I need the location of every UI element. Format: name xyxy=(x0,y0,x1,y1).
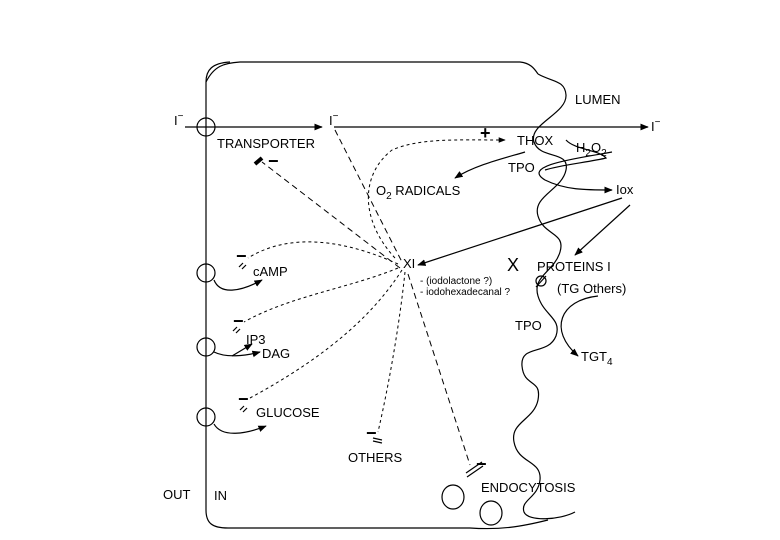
xi-label: XI xyxy=(403,256,415,271)
camp-receptor-circle xyxy=(196,263,216,283)
camp-minus-sign: − xyxy=(236,246,247,266)
apical-membrane-inner xyxy=(544,139,608,171)
vesicle-1 xyxy=(441,484,465,510)
glucose-minus-sign: − xyxy=(238,389,249,409)
glucose-block-bar-1 xyxy=(239,405,245,411)
ip3-receptor-circle xyxy=(196,337,216,357)
protein-site-circle xyxy=(535,275,547,287)
transporter-to-xi-dashed xyxy=(334,129,403,263)
endocytosis-label: ENDOCYTOSIS xyxy=(481,480,576,495)
glucose-effect-arrow xyxy=(213,423,267,434)
bottom-membrane xyxy=(228,519,549,530)
lumen-label: LUMEN xyxy=(575,92,621,107)
h2o2-label: H2O2 xyxy=(576,140,607,159)
ip3-effect-arrow xyxy=(213,350,261,358)
xi-to-camp-dashed xyxy=(247,241,399,265)
iodolactone-label: - (iodolactone ?) xyxy=(420,276,492,287)
protein-site-slash xyxy=(535,275,547,288)
transporter-block-mark xyxy=(253,156,264,166)
top-membrane xyxy=(205,61,539,83)
proteins-label: PROTEINS I xyxy=(537,259,611,274)
thox-to-o2-arrow xyxy=(454,151,526,179)
thox-label: THOX xyxy=(517,133,553,148)
camp-label: cAMP xyxy=(253,264,288,279)
thox-plus-sign: + xyxy=(480,123,491,143)
endocytosis-block-bar-2 xyxy=(466,465,484,478)
xi-to-others-dashed xyxy=(377,271,406,433)
vesicle-2 xyxy=(479,500,503,526)
h2o2-to-iox-arrow xyxy=(538,151,613,194)
iox-label: Iox xyxy=(616,182,634,197)
iodide-lumen-label: I− xyxy=(651,117,661,134)
glucose-label: GLUCOSE xyxy=(256,405,320,420)
camp-block-bar-1 xyxy=(238,262,244,268)
tgt4-label: TGT4 xyxy=(581,349,613,368)
tg-others-label: (TG Others) xyxy=(557,281,626,296)
xi-to-ip3-dashed xyxy=(243,267,399,323)
xi-to-thox-dashed xyxy=(367,137,506,259)
glucose-block-bar-2 xyxy=(242,407,248,413)
basal-membrane xyxy=(205,61,231,529)
iodide-in-label: I− xyxy=(329,111,339,128)
iodohexadecanal-label: - iodohexadecanal ? xyxy=(420,287,511,298)
camp-effect-arrow xyxy=(213,279,263,291)
ip3-block-bar-2 xyxy=(235,328,241,334)
glucose-receptor-circle xyxy=(196,407,216,427)
tpo-top-label: TPO xyxy=(508,160,535,175)
endocytosis-block-bar-1 xyxy=(465,461,483,474)
camp-block-bar-2 xyxy=(241,264,247,270)
x-mark-label: X xyxy=(507,255,519,275)
transporter-minus-sign: − xyxy=(268,151,279,171)
endocytosis-minus-sign: − xyxy=(476,454,487,474)
in-label: IN xyxy=(214,488,227,503)
iodide-out-label: I− xyxy=(174,111,184,128)
ip3-label: IP3 xyxy=(246,332,266,347)
iox-to-proteins-arrow xyxy=(574,204,631,256)
xi-to-glucose-dashed xyxy=(249,269,403,399)
xi-to-endocytosis-dashed xyxy=(407,273,471,466)
tpo-to-tgt4-arrow xyxy=(560,295,599,357)
ip3-minus-sign: − xyxy=(233,311,244,331)
transporter-label: TRANSPORTER xyxy=(217,136,315,151)
out-label: OUT xyxy=(163,487,191,502)
o2-radicals-label: O2 RADICALS xyxy=(376,183,461,202)
apical-membrane xyxy=(513,73,576,520)
others-minus-sign: − xyxy=(366,423,377,443)
xi-to-transporter-dashed xyxy=(261,161,401,269)
ip3-to-ip3-arrow xyxy=(231,343,253,357)
tpo-mid-label: TPO xyxy=(515,318,542,333)
iox-to-xi-arrow xyxy=(417,197,623,266)
others-label: OTHERS xyxy=(348,450,403,465)
others-block-bar-1 xyxy=(372,437,383,441)
ip3-block-bar-1 xyxy=(232,326,238,332)
dag-label: DAG xyxy=(262,346,290,361)
others-block-bar-2 xyxy=(372,440,383,444)
